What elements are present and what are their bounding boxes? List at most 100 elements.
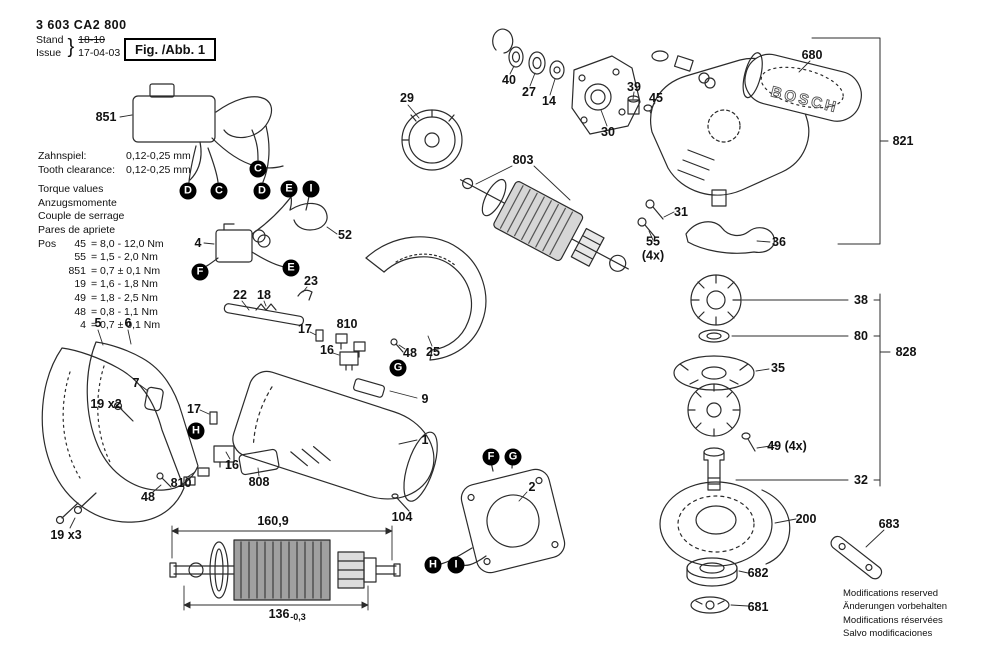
screws-31-55 <box>637 199 664 238</box>
part-label-5: 5 <box>94 315 102 330</box>
part-label-55-4x-: 55 (4x) <box>641 234 665 263</box>
backlash-row: Tooth clearance: 0,12-0,25 mm <box>38 163 191 176</box>
screw-49 <box>741 432 756 452</box>
torque-heading: Couple de serrage <box>38 210 125 223</box>
part-label-683: 683 <box>878 516 900 531</box>
dimension-lines <box>171 525 393 611</box>
part-label-851: 851 <box>95 109 117 124</box>
part-label-810: 810 <box>336 316 358 331</box>
part-label-6: 6 <box>124 315 132 330</box>
connector-badge-I: I <box>447 556 465 574</box>
part-label-9: 9 <box>421 391 429 406</box>
torque-row: Pos 45 = 8,0 - 12,0 Nm <box>38 237 164 250</box>
part-label-681: 681 <box>747 599 769 614</box>
side-handle-680 <box>742 52 862 122</box>
modifications-line: Modifications reserved <box>843 588 939 599</box>
connector-badge-G: G <box>389 359 407 377</box>
part-label-14: 14 <box>542 93 556 108</box>
leader-lines <box>69 60 885 607</box>
part-label-2: 2 <box>528 479 536 494</box>
flange-682 <box>686 557 738 587</box>
part-label--0-3: -0,3 <box>290 611 306 622</box>
wiring-module-851 <box>132 83 284 183</box>
torque-row: 4 = 0,7 ± 0,1 Nm <box>80 319 161 332</box>
part-label-682: 682 <box>747 565 769 580</box>
group-brackets <box>731 37 891 487</box>
part-label-35: 35 <box>771 360 785 375</box>
screws-19x3 <box>55 492 97 525</box>
part-label-16: 16 <box>225 457 239 472</box>
part-label-23: 23 <box>304 273 318 288</box>
connector-badge-F: F <box>191 263 209 281</box>
part-label-16: 16 <box>320 342 334 357</box>
motor-housing-1 <box>232 370 438 502</box>
gear-38 <box>690 274 742 326</box>
torque-row: 851 = 0,7 ± 0,1 Nm <box>68 264 161 277</box>
title-block: 3 603 CA2 800 Stand Issue } 18-10 17-04-… <box>36 18 127 60</box>
linkage-parts <box>223 289 404 371</box>
backlash-note: Zahnspiel: 0,12-0,25 mm Tooth clearance:… <box>38 150 191 177</box>
torque-row: 48 = 0,8 - 1,1 Nm <box>74 305 158 318</box>
guard-200 <box>659 481 791 567</box>
cover-shell-25 <box>365 236 487 361</box>
torque-heading: Pares de apriete <box>38 223 116 236</box>
part-label-49-4x-: 49 (4x) <box>767 438 807 453</box>
part-label-17: 17 <box>298 321 312 336</box>
torque-heading: Torque values <box>38 183 104 195</box>
field-stator-2 <box>440 459 566 574</box>
modifications-line: Änderungen vorbehalten <box>843 601 948 613</box>
issue-label: Issue <box>36 47 62 60</box>
modifications-line: Modifications réservées <box>843 614 943 626</box>
stand-label: Stand <box>36 34 64 46</box>
torque-heading: Anzugsmomente <box>38 196 117 209</box>
connector-badge-E: E <box>282 259 300 277</box>
date-current: 17-04-03 <box>78 47 121 60</box>
part-label-200: 200 <box>795 511 817 526</box>
ribbed-disc <box>687 383 741 437</box>
torque-note: Torque values Anzugsmomente Couple de se… <box>38 183 164 333</box>
figure-label: Fig. /Abb. 1 <box>124 38 217 61</box>
torque-row: 49 = 1,8 - 2,5 Nm <box>74 292 158 305</box>
part-label-821: 821 <box>892 133 914 148</box>
part-label-4: 4 <box>194 235 202 250</box>
pin-104 <box>391 493 410 512</box>
part-label-38: 38 <box>854 292 868 307</box>
part-label-48: 48 <box>141 489 155 504</box>
part-label-17: 17 <box>187 401 201 416</box>
part-label-1: 1 <box>421 432 429 447</box>
part-label-25: 25 <box>426 344 440 359</box>
part-label-828: 828 <box>895 344 917 359</box>
modifications-line: Salvo modificaciones <box>843 627 933 639</box>
connector-badge-D: D <box>179 182 197 200</box>
part-label-19-x3: 19 x3 <box>50 527 82 542</box>
pin-spanner-683 <box>830 535 883 580</box>
part-label-808: 808 <box>248 474 270 489</box>
backlash-row: Zahnspiel: 0,12-0,25 mm <box>38 150 191 162</box>
torque-row: 19 = 1,6 - 1,8 Nm <box>74 278 158 291</box>
connector-badge-F: F <box>482 448 500 466</box>
connector-badge-G: G <box>504 448 522 466</box>
gasket-9 <box>353 378 385 398</box>
part-label-136: 136 <box>268 606 290 621</box>
part-label-40: 40 <box>502 72 516 87</box>
armature-803 <box>459 177 629 272</box>
torque-row: 55 = 1,5 - 2,0 Nm <box>74 251 158 264</box>
part-label-160-9: 160,9 <box>257 513 289 528</box>
washer-80 <box>698 329 730 343</box>
part-label-45: 45 <box>649 90 663 105</box>
switch-block-lower <box>156 411 280 488</box>
part-label-52: 52 <box>338 227 352 242</box>
handle-shells-5-6-7 <box>41 341 199 523</box>
part-label-7: 7 <box>132 375 140 390</box>
date-superseded: 18-10 <box>78 34 105 46</box>
spindle-32 <box>703 447 725 491</box>
part-label-810: 810 <box>170 475 192 490</box>
modifications-note: Modifications reserved Änderungen vorbeh… <box>843 587 947 640</box>
clamp-nut-681 <box>690 596 730 614</box>
connector-badge-C: C <box>249 160 267 178</box>
part-label-80: 80 <box>854 328 868 343</box>
part-label-32: 32 <box>854 472 868 487</box>
issue-row: Stand Issue } 18-10 17-04-03 <box>36 34 127 60</box>
